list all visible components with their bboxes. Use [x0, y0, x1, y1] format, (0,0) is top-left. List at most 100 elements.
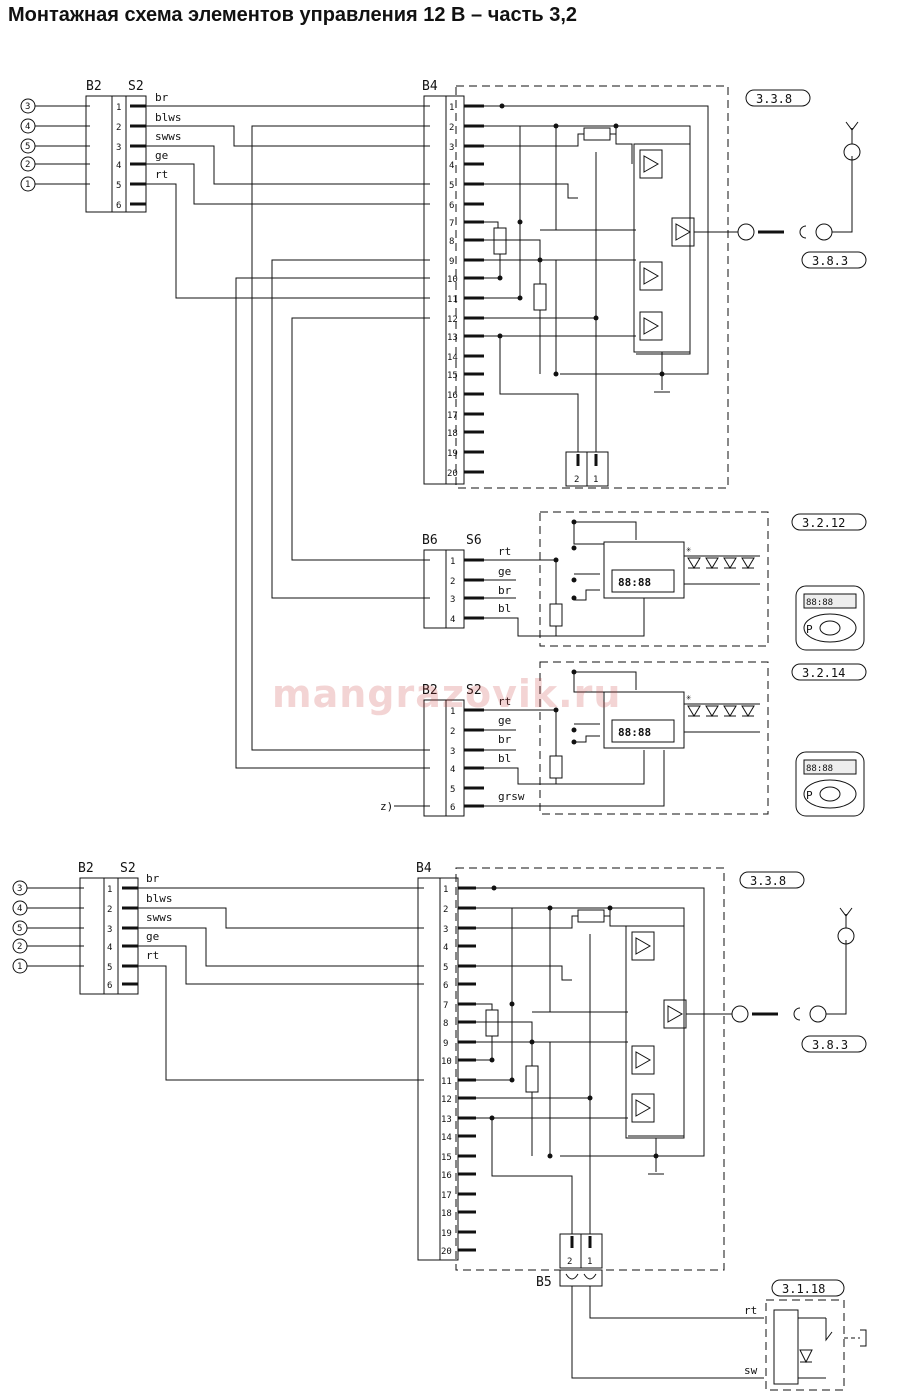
- led-star-icon: ✳: [686, 545, 692, 555]
- wire-label: rt: [155, 168, 168, 181]
- circle-label: 2: [17, 942, 22, 952]
- pin-number: 1: [450, 557, 455, 567]
- pin-number: 4: [443, 943, 448, 953]
- pin-number: 3: [116, 143, 121, 153]
- connector-b4-label: B4: [422, 79, 438, 94]
- wire-label: br: [498, 733, 512, 746]
- pin-number: 5: [450, 785, 455, 795]
- wire-label: ge: [498, 714, 511, 727]
- wire-label: rt: [146, 949, 159, 962]
- pin-number: 18: [447, 429, 458, 439]
- pin-number: 4: [450, 615, 455, 625]
- plug-pin-label: 2: [567, 1257, 572, 1267]
- wire-label: rt: [498, 545, 511, 558]
- upper-diagram: 3 4 5 2 1 B2 S2 1 2 3 4 5 6 br: [20, 79, 867, 817]
- circle-label: 4: [25, 122, 30, 132]
- pin-number: 8: [443, 1019, 448, 1029]
- pin-number: 6: [449, 201, 454, 211]
- wire-label: sw: [744, 1364, 758, 1377]
- circle-label: 1: [17, 962, 22, 972]
- circle-label: 1: [25, 180, 30, 190]
- plug-pin-label: 2: [574, 475, 579, 485]
- display-digits: 88:88: [618, 726, 651, 739]
- pin-number: 2: [449, 123, 454, 133]
- pin-number: 3: [107, 925, 112, 935]
- module-box-lower: [455, 867, 725, 1271]
- wire-label: ge: [146, 930, 159, 943]
- ref-label: 3.2.12: [802, 516, 845, 530]
- connector-b5-label: B5: [536, 1275, 552, 1290]
- wire-label: bl: [498, 602, 511, 615]
- pin-number: 2: [450, 727, 455, 737]
- pin-number: 16: [441, 1171, 452, 1181]
- page-title: Монтажная схема элементов управления 12 …: [8, 4, 578, 26]
- wire-label: br: [155, 91, 169, 104]
- pin-number: 1: [443, 885, 448, 895]
- pin-number: 14: [447, 353, 458, 363]
- pin-number: 3: [443, 925, 448, 935]
- z-label: z): [380, 800, 393, 813]
- pin-number: 14: [441, 1133, 452, 1143]
- panel2-circuit: 88:88 ✳: [484, 669, 760, 807]
- wire-label: br: [498, 584, 512, 597]
- connector-b4-upper: B4 1 2 3 4 5 6 7: [422, 79, 484, 485]
- pin-number: 11: [447, 295, 458, 305]
- connector-b2-s2-upper: B2 S2 1 2 3 4 5 6: [85, 79, 147, 213]
- wire-label: blws: [155, 111, 182, 124]
- ref-badge: [745, 89, 811, 107]
- pin-number: 1: [449, 103, 454, 113]
- ref-badge: [801, 251, 867, 269]
- circle-label: 5: [17, 924, 22, 934]
- wires-s2-b4-upper: [146, 105, 430, 769]
- circle-label: 4: [17, 904, 22, 914]
- circle-label: 2: [25, 160, 30, 170]
- wire-label: bl: [498, 752, 511, 765]
- pin-number: 7: [443, 1001, 448, 1011]
- ref-label: 3.2.14: [802, 666, 845, 680]
- pin-number: 4: [107, 943, 112, 953]
- panel-p-button: P: [806, 789, 813, 802]
- pin-number: 19: [447, 449, 458, 459]
- lower-diagram: 3 4 5 2 1 B2 S2 1 2 3 4 5 6 br blws s: [12, 861, 867, 1391]
- pin-number: 3: [450, 747, 455, 757]
- pin-number: 10: [441, 1057, 452, 1067]
- pin-number: 16: [447, 391, 458, 401]
- display-digits: 88:88: [618, 576, 651, 589]
- ref-label: 3.3.8: [750, 874, 786, 888]
- pin-number: 10: [447, 275, 458, 285]
- pin-number: 19: [441, 1229, 452, 1239]
- pin-number: 2: [450, 577, 455, 587]
- ref-badge: [739, 871, 805, 889]
- input-circles-lower: 3 4 5 2 1: [12, 880, 84, 974]
- pin-number: 4: [449, 161, 454, 171]
- connector-s2-label: S2: [120, 861, 136, 876]
- pin-number: 17: [441, 1191, 452, 1201]
- antenna-lower: [686, 907, 855, 1023]
- ref-badge: [801, 1035, 867, 1053]
- wire-label: ge: [498, 565, 511, 578]
- pin-number: 11: [441, 1077, 452, 1087]
- pin-number: 5: [449, 181, 454, 191]
- wire-label: rt: [498, 695, 511, 708]
- plug-pin-label: 1: [593, 475, 598, 485]
- ref-label: 3.8.3: [812, 254, 848, 268]
- pin-number: 15: [441, 1153, 452, 1163]
- ref-label: 3.8.3: [812, 1038, 848, 1052]
- connector-b6-label: B6: [422, 533, 438, 548]
- wire-label: rt: [744, 1304, 757, 1317]
- wire-label: swws: [155, 130, 182, 143]
- pin-number: 7: [449, 219, 454, 229]
- pin-number: 9: [443, 1039, 448, 1049]
- module-box-upper: [455, 85, 729, 489]
- connector-b2-s2-lower: B2 S2 1 2 3 4 5 6: [78, 861, 139, 995]
- connector-b4-label: B4: [416, 861, 432, 876]
- circle-label: 5: [25, 142, 30, 152]
- wire-label: swws: [146, 911, 173, 924]
- pin-number: 1: [107, 885, 112, 895]
- pin-number: 1: [450, 707, 455, 717]
- pin-number: 20: [441, 1247, 452, 1257]
- ref-label: 3.3.8: [756, 92, 792, 106]
- internal-circuit-lower: [476, 885, 705, 1234]
- connector-s2-label: S2: [466, 683, 482, 698]
